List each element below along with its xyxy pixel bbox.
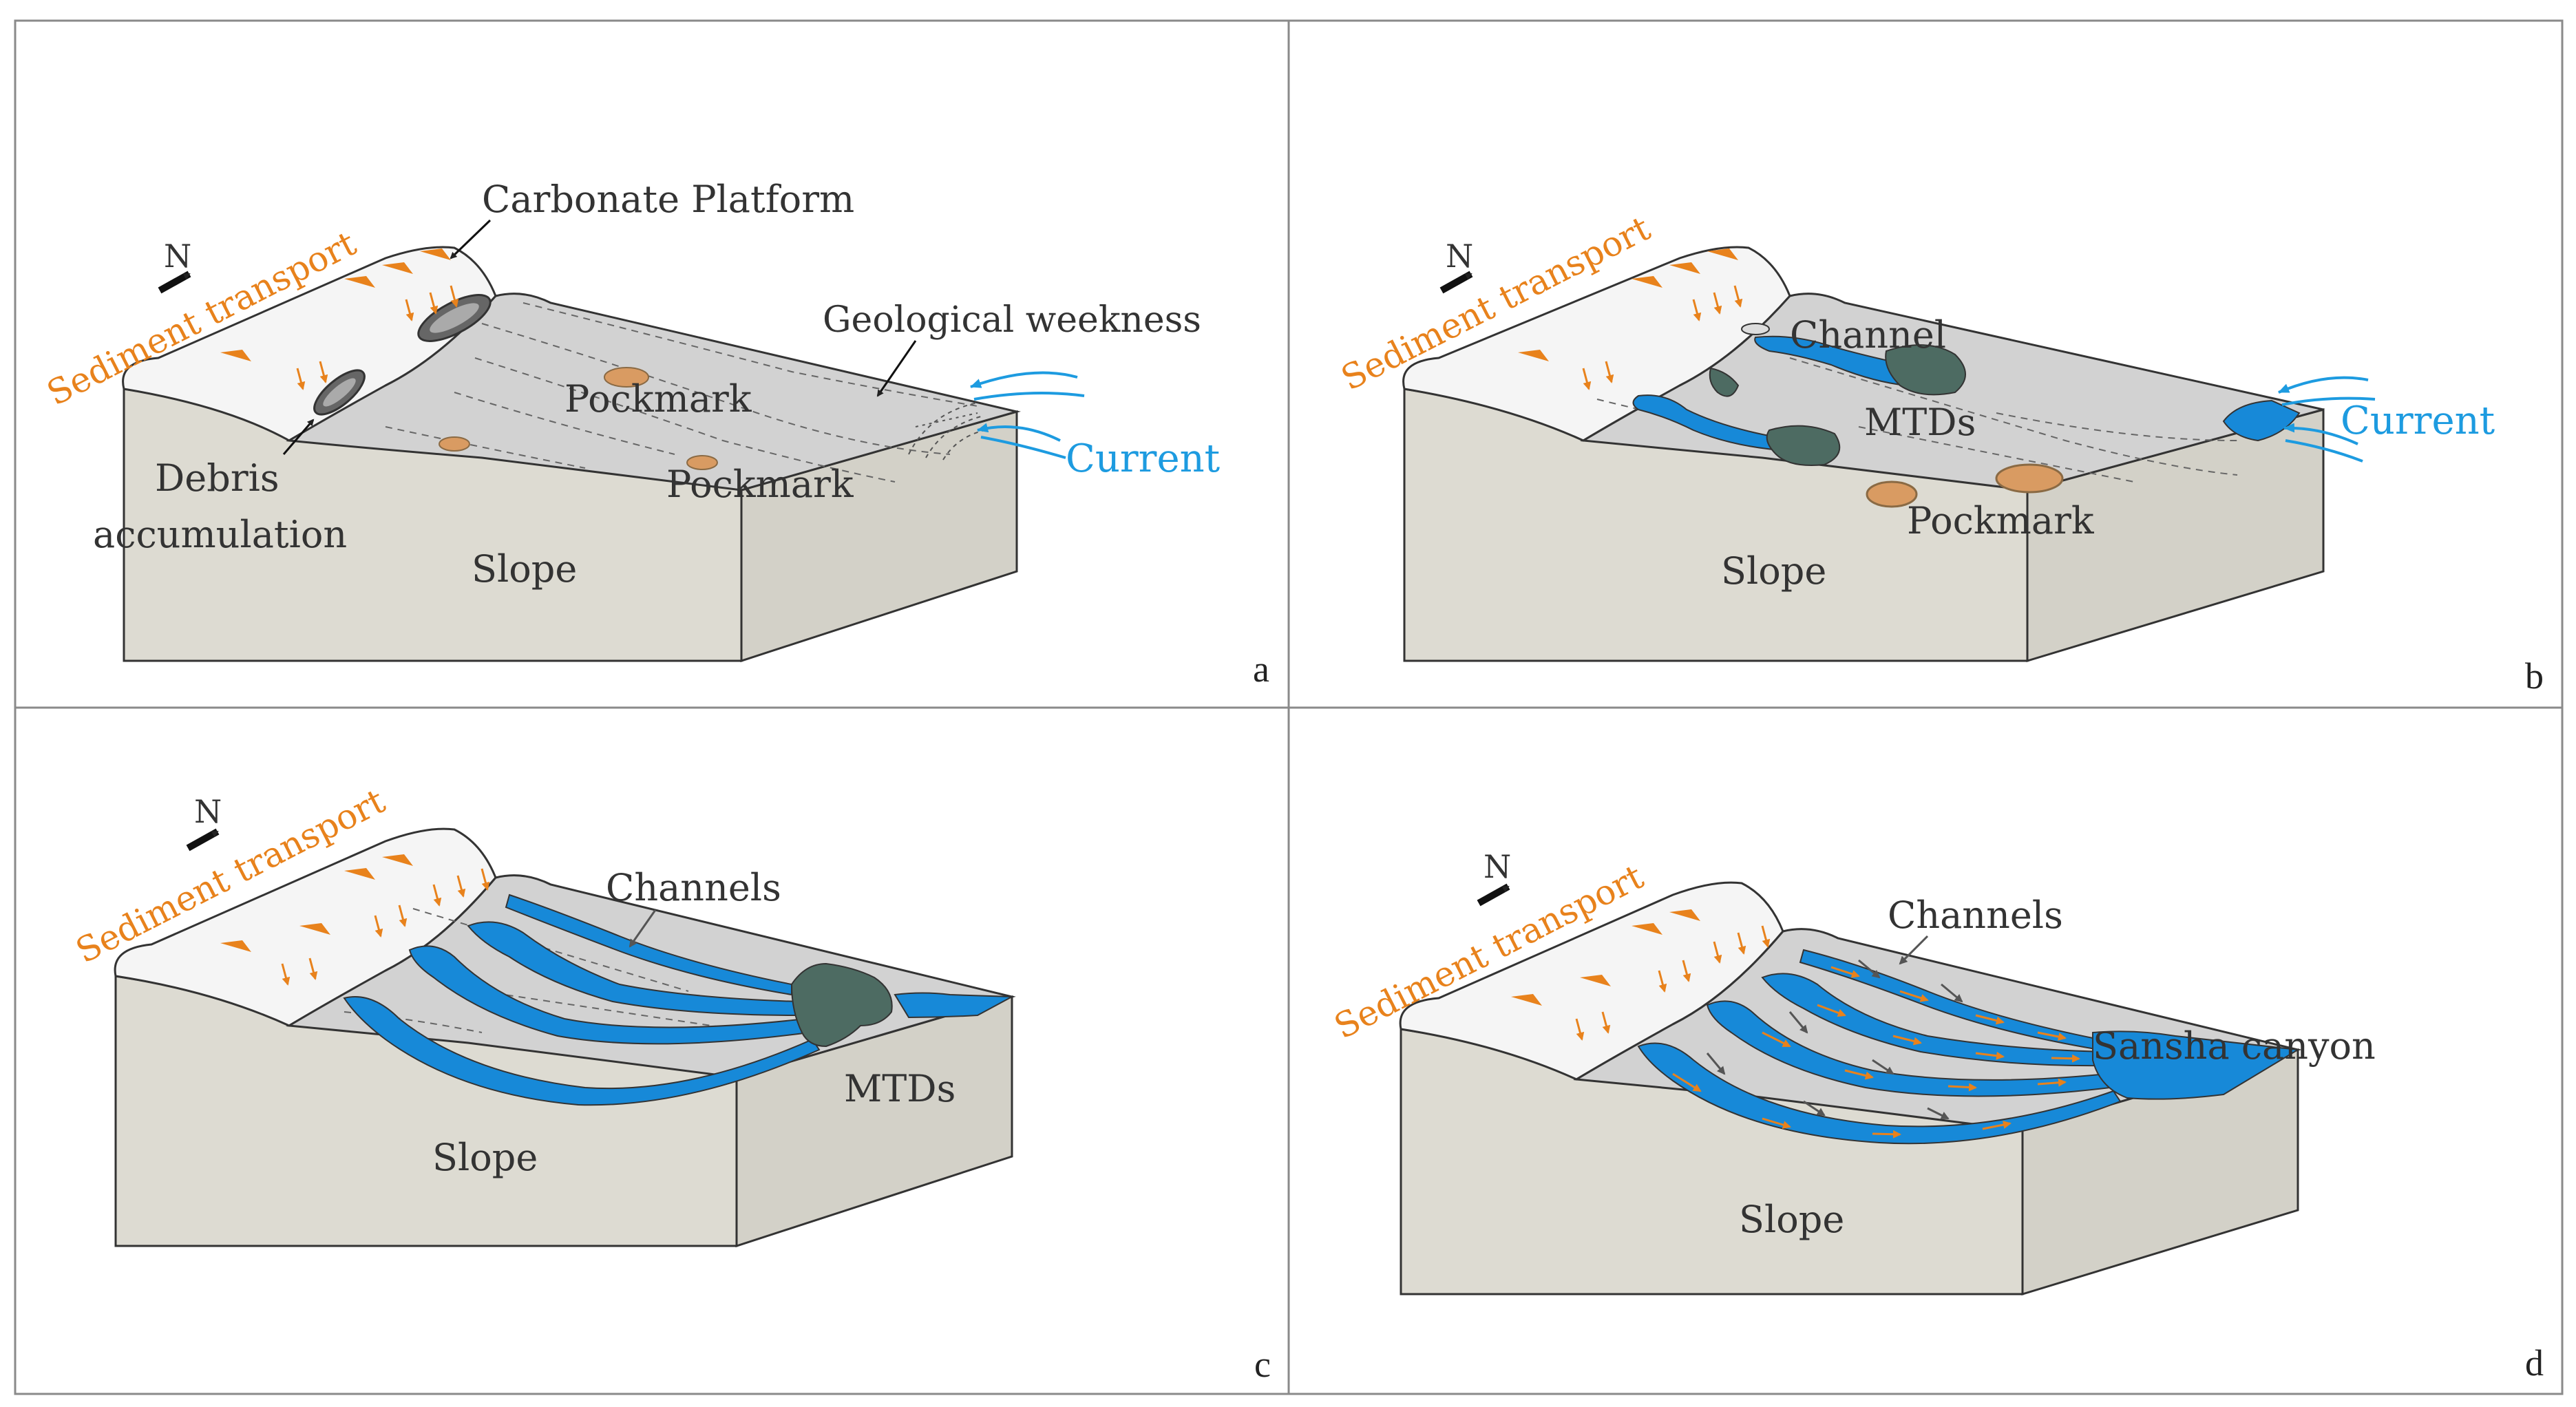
slope-surface-a — [286, 293, 1021, 491]
panel-frame — [14, 19, 2564, 1395]
canyon-label-d: Sansha canyon — [2093, 1024, 2376, 1068]
panel-letter-d: d — [2525, 1342, 2544, 1384]
north-arrow-c — [186, 828, 220, 851]
sediment-arrows-b — [1518, 248, 1743, 390]
slope-label-b: Slope — [1721, 549, 1826, 593]
carbonate-platform-leader — [450, 219, 492, 260]
panel-b: N Sediment transport Channel MTDs Pockma… — [1335, 208, 2544, 697]
channel-label-b: Channel — [1790, 313, 1946, 357]
channels-label-d: Channels — [1888, 893, 2063, 937]
mtd-shape-b2 — [1709, 367, 1740, 397]
mtd-shape-b1 — [1885, 344, 1966, 396]
panel-letter-c: c — [1254, 1344, 1271, 1385]
slope-label-d: Slope — [1739, 1198, 1844, 1241]
panel-d: N Sediment transport Channels Sansha can… — [1328, 848, 2544, 1384]
north-label-c: N — [194, 793, 222, 830]
debris-label-line2: accumulation — [93, 513, 347, 556]
north-label-d: N — [1484, 848, 1511, 885]
panel-letter-a: a — [1253, 648, 1269, 690]
pockmark-label-a1: Pockmark — [564, 377, 752, 421]
north-arrow-b — [1439, 271, 1473, 294]
pockmark-label-a2: Pockmark — [666, 463, 854, 506]
pockmark-label-b: Pockmark — [1907, 499, 2095, 542]
slope-label-a: Slope — [472, 547, 577, 591]
levee-arrows-d — [1706, 959, 1963, 1120]
platform-small-b — [1741, 323, 1770, 335]
current-arrows-b — [2278, 376, 2376, 463]
debris-label-line1: Debris — [155, 456, 279, 500]
pockmark-shape — [1866, 480, 1918, 508]
slope-label-c: Slope — [432, 1136, 538, 1179]
pockmark-shape — [439, 436, 470, 452]
current-label-b: Current — [2341, 399, 2495, 443]
debris-leader — [282, 419, 315, 455]
geological-weakness-label: Geological weekness — [823, 299, 1201, 341]
geological-weakness-leader — [876, 340, 917, 397]
canyon-head-c — [894, 992, 1015, 1019]
north-arrow-d — [1477, 883, 1510, 907]
mtds-label-b: MTDs — [1864, 401, 1976, 444]
channels-c — [343, 893, 821, 1106]
weakness-zone-a — [908, 402, 985, 461]
panel-a: N Sediment transport Carbonate Platform … — [41, 178, 1269, 690]
flow-arrows-d — [1672, 966, 2080, 1139]
sediment-arrows-a — [220, 248, 459, 390]
pockmark-shape — [1995, 463, 2064, 494]
pockmark-shape — [686, 455, 718, 470]
current-arrows-a — [970, 371, 1085, 459]
carbonate-platform-label: Carbonate Platform — [482, 178, 854, 221]
mtd-shape-b3 — [1766, 425, 1841, 466]
north-label-b: N — [1446, 237, 1473, 275]
channels-label-c: Channels — [606, 866, 781, 909]
canyon-shape-d — [2092, 1030, 2301, 1100]
channel-shape-c4 — [343, 996, 821, 1106]
mtd-shape-c — [790, 962, 893, 1048]
current-label-a: Current — [1066, 436, 1221, 481]
panel-c: N Sediment transport Channels MTDs Slope… — [70, 781, 1271, 1385]
contour-lines-a — [385, 302, 978, 483]
mtds-label-c: MTDs — [844, 1067, 956, 1110]
north-arrow-a — [158, 271, 191, 294]
sediment-arrows-d — [1511, 909, 1771, 1041]
sediment-arrows-c — [220, 854, 490, 986]
channels-leader-d — [1899, 935, 1929, 965]
panel-letter-b: b — [2525, 655, 2544, 697]
pockmark-shape — [604, 367, 649, 388]
north-label-a: N — [164, 237, 191, 275]
contour-lines-b — [1596, 357, 2238, 483]
channels-leader-c — [629, 909, 657, 948]
